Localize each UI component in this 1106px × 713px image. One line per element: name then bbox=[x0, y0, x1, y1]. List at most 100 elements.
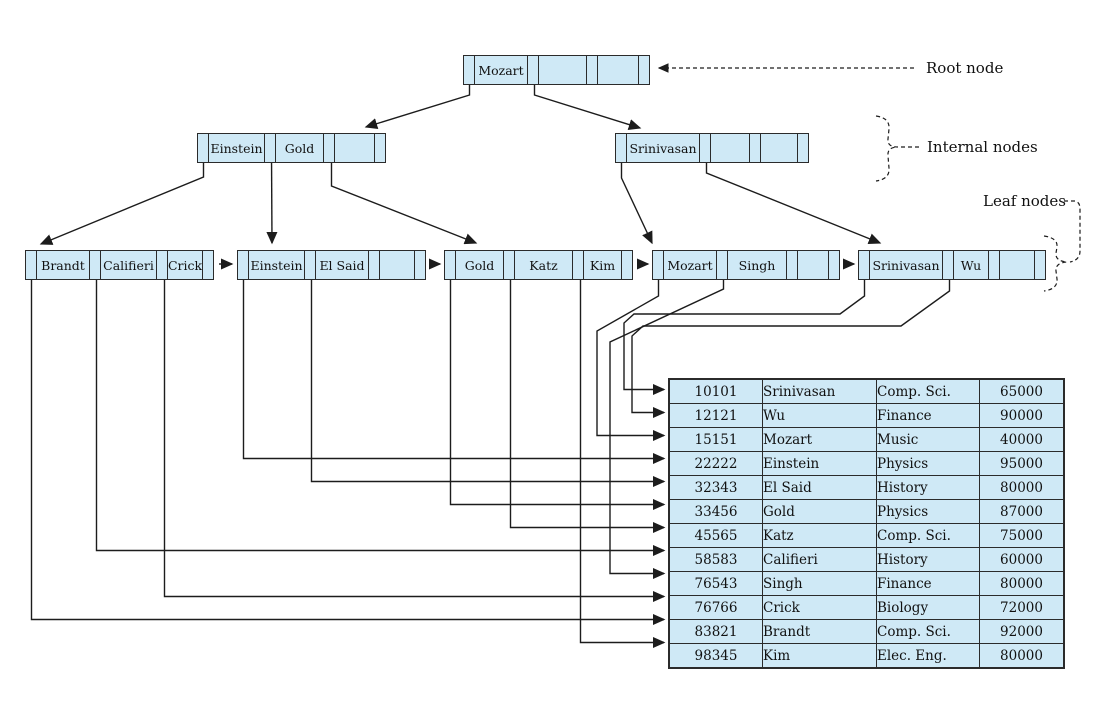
key-cell: Singh bbox=[728, 251, 787, 279]
key-cell: Gold bbox=[456, 251, 504, 279]
record-dept: Elec. Eng. bbox=[876, 643, 980, 669]
key-cell: Mozart bbox=[664, 251, 717, 279]
pointer-arrow-kim bbox=[579, 271, 666, 649]
edge-internal-to-leaf-srinivasan-arrow bbox=[705, 154, 882, 245]
pointer-arrow-katz bbox=[509, 271, 666, 534]
leaf-nodes-dashed-brace bbox=[1043, 235, 1068, 292]
leaf-nodes-label: Leaf nodes bbox=[983, 192, 1066, 210]
record-id: 45565 bbox=[668, 523, 763, 548]
record-pointer-cell bbox=[369, 251, 380, 279]
pointer-arrow-crick bbox=[163, 271, 666, 603]
next-leaf-pointer-cell bbox=[622, 251, 632, 279]
key-cell: Brandt bbox=[37, 251, 90, 279]
record-pointer-cell bbox=[653, 251, 664, 279]
record-dept: Comp. Sci. bbox=[876, 619, 980, 644]
pointer-arrow-einstein bbox=[242, 271, 666, 465]
record-dept: Biology bbox=[876, 595, 980, 620]
child-pointer-cell bbox=[464, 56, 475, 84]
record-name: Brandt bbox=[762, 619, 877, 644]
leaf-label-dashed-connector bbox=[1064, 200, 1081, 263]
pointer-arrow-elsaid bbox=[310, 271, 666, 488]
record-salary: 65000 bbox=[979, 378, 1065, 404]
key-cell: El Said bbox=[316, 251, 369, 279]
record-id: 32343 bbox=[668, 475, 763, 500]
pointer-arrow-califieri bbox=[95, 271, 666, 557]
key-cell: Srinivasan bbox=[870, 251, 943, 279]
record-pointer-cell bbox=[717, 251, 728, 279]
record-salary: 80000 bbox=[979, 571, 1065, 596]
internal-node-einstein-gold: Einstein Gold bbox=[197, 133, 386, 163]
record-dept: Finance bbox=[876, 571, 980, 596]
key-cell: Mozart bbox=[475, 56, 528, 84]
root-node-label: Root node bbox=[926, 59, 1004, 77]
record-name: Singh bbox=[762, 571, 877, 596]
record-pointer-cell bbox=[943, 251, 954, 279]
next-leaf-pointer-cell bbox=[415, 251, 425, 279]
edge-internal-to-leaf-gold-arrow bbox=[330, 154, 478, 245]
pointer-arrow-mozart bbox=[596, 271, 666, 442]
leaf-node-mozart: Mozart Singh bbox=[652, 250, 840, 280]
key-cell: Gold bbox=[276, 134, 324, 162]
record-pointer-cell bbox=[90, 251, 101, 279]
key-cell: Kim bbox=[584, 251, 622, 279]
record-salary: 72000 bbox=[979, 595, 1065, 620]
record-name: Wu bbox=[762, 403, 877, 428]
leaf-node-gold: Gold Katz Kim bbox=[444, 250, 633, 280]
record-salary: 80000 bbox=[979, 643, 1065, 669]
record-pointer-cell bbox=[787, 251, 798, 279]
key-cell: Califieri bbox=[101, 251, 157, 279]
record-dept: Physics bbox=[876, 499, 980, 524]
record-name: Srinivasan bbox=[762, 378, 877, 404]
record-name: Katz bbox=[762, 523, 877, 548]
record-dept: History bbox=[876, 475, 980, 500]
record-name: Einstein bbox=[762, 451, 877, 476]
internal-nodes-label: Internal nodes bbox=[927, 138, 1038, 156]
leaf-node-srinivasan: Srinivasan Wu bbox=[858, 250, 1046, 280]
key-cell: Wu bbox=[954, 251, 989, 279]
child-pointer-cell bbox=[750, 134, 761, 162]
record-id: 83821 bbox=[668, 619, 763, 644]
pointer-arrow-wu bbox=[631, 271, 951, 419]
child-pointer-cell bbox=[616, 134, 627, 162]
record-salary: 60000 bbox=[979, 547, 1065, 572]
leaf-node-einstein: Einstein El Said bbox=[237, 250, 426, 280]
internal-node-srinivasan: Srinivasan bbox=[615, 133, 809, 163]
edge-internal-to-leaf-einstein-arrow bbox=[266, 153, 278, 245]
record-pointer-cell bbox=[573, 251, 584, 279]
record-pointer-cell bbox=[445, 251, 456, 279]
key-cell: Einstein bbox=[209, 134, 265, 162]
child-pointer-cell bbox=[639, 56, 649, 84]
record-id: 58583 bbox=[668, 547, 763, 572]
key-cell bbox=[711, 134, 750, 162]
internal-nodes-dashed-brace bbox=[875, 115, 899, 182]
root-node: Mozart bbox=[463, 55, 650, 85]
record-dept: Music bbox=[876, 427, 980, 452]
next-leaf-pointer-cell bbox=[829, 251, 839, 279]
child-pointer-cell bbox=[587, 56, 598, 84]
record-name: Mozart bbox=[762, 427, 877, 452]
record-dept: Physics bbox=[876, 451, 980, 476]
record-pointer-cell bbox=[305, 251, 316, 279]
record-id: 98345 bbox=[668, 643, 763, 669]
key-cell: Einstein bbox=[249, 251, 305, 279]
key-cell bbox=[798, 251, 829, 279]
record-salary: 87000 bbox=[979, 499, 1065, 524]
record-id: 12121 bbox=[668, 403, 763, 428]
record-name: El Said bbox=[762, 475, 877, 500]
key-cell bbox=[1000, 251, 1035, 279]
record-id: 22222 bbox=[668, 451, 763, 476]
key-cell bbox=[539, 56, 587, 84]
record-id: 33456 bbox=[668, 499, 763, 524]
pointer-arrow-brandt bbox=[30, 271, 666, 626]
record-name: Kim bbox=[762, 643, 877, 669]
record-pointer-arrows bbox=[30, 271, 951, 649]
child-pointer-cell bbox=[798, 134, 808, 162]
record-id: 76766 bbox=[668, 595, 763, 620]
